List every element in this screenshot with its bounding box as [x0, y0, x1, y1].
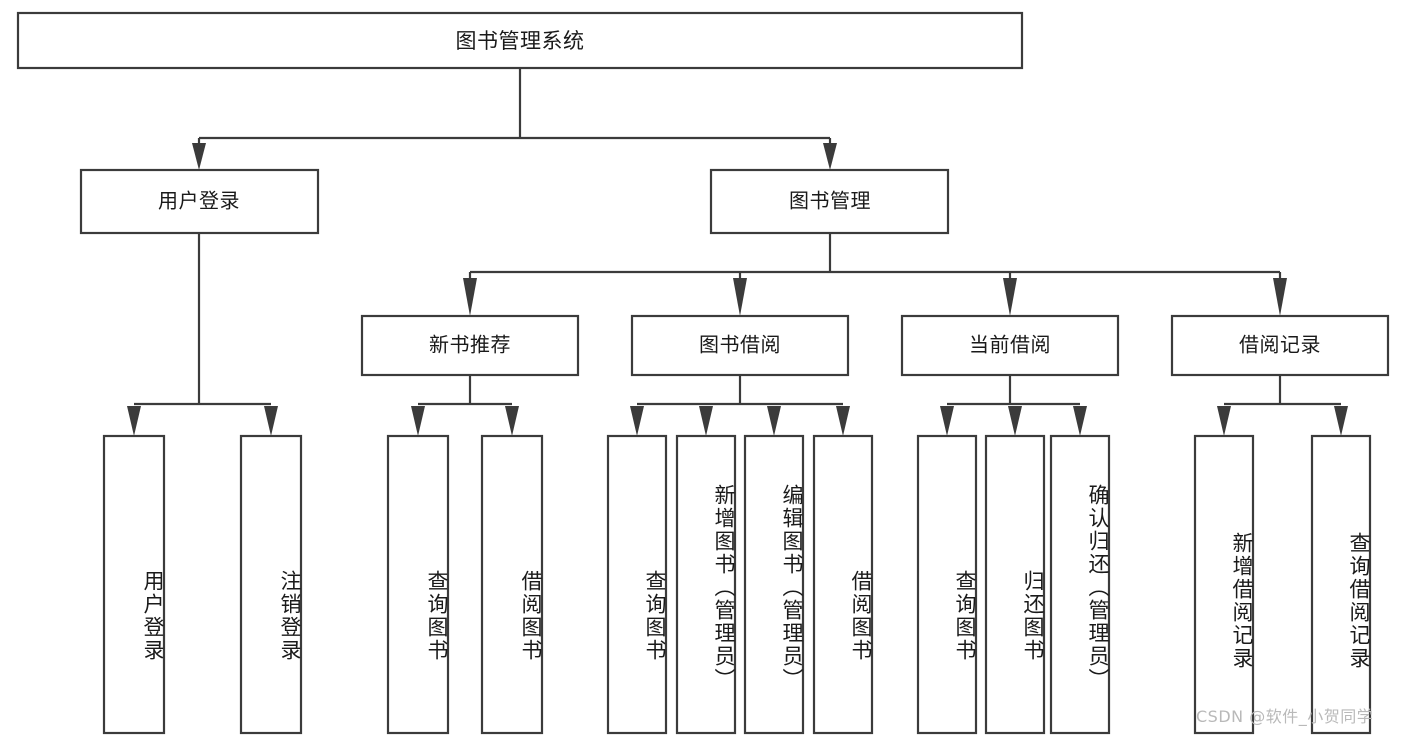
node-borrow-record-label: 借阅记录 [1239, 333, 1321, 357]
node-new-book-rec-label: 新书推荐 [429, 333, 511, 357]
arrow-head-leaf-logout [264, 406, 278, 436]
arrow-head-leaf-add-book [699, 406, 713, 436]
edges-newbookrec-to-leaves [411, 375, 519, 436]
arrow-head-book-manage [823, 143, 837, 170]
node-leaf-borrow-book-1[interactable] [480, 434, 544, 735]
node-leaf-user-login[interactable] [102, 434, 166, 735]
node-root[interactable]: 图书管理系统 [16, 11, 1024, 70]
node-leaf-logout[interactable] [239, 434, 303, 735]
edges-bookborrow-to-leaves [630, 375, 850, 436]
node-leaf-query-record[interactable] [1310, 434, 1372, 735]
arrow-head-leaf-confirm-return [1073, 406, 1087, 436]
edges-currentborrow-to-leaves [940, 375, 1087, 436]
arrow-head-leaf-query-book-2 [630, 406, 644, 436]
leaf-boxes [102, 434, 1372, 735]
edges-borrowrecord-to-leaves [1217, 375, 1348, 436]
arrow-head-leaf-query-book-3 [940, 406, 954, 436]
node-root-label: 图书管理系统 [456, 29, 585, 53]
node-leaf-confirm-return[interactable] [1049, 434, 1111, 735]
arrow-head-leaf-query-record [1334, 406, 1348, 436]
arrow-head-leaf-user-login [127, 406, 141, 436]
arrow-head-leaf-edit-book [767, 406, 781, 436]
edges-bookmanage-to-level3 [463, 233, 1287, 316]
node-leaf-add-book[interactable] [675, 434, 737, 735]
node-leaf-return-book[interactable] [984, 434, 1046, 735]
node-leaf-edit-book[interactable] [743, 434, 805, 735]
arrow-head-leaf-query-book-1 [411, 406, 425, 436]
node-user-login-label: 用户登录 [158, 189, 240, 213]
arrow-head-leaf-return-book [1008, 406, 1022, 436]
arrow-head-leaf-borrow-book-1 [505, 406, 519, 436]
csdn-watermark: CSDN @软件_小贺同学 [1196, 707, 1374, 726]
arrow-head-new-book-rec [463, 278, 477, 316]
node-borrow-record[interactable]: 借阅记录 [1170, 314, 1390, 377]
edges-root-to-level2 [192, 68, 837, 170]
arrow-head-leaf-add-record [1217, 406, 1231, 436]
node-leaf-borrow-book-2[interactable] [812, 434, 874, 735]
arrow-head-leaf-borrow-book-2 [836, 406, 850, 436]
node-book-manage-label: 图书管理 [789, 189, 871, 213]
node-leaf-add-record[interactable] [1193, 434, 1255, 735]
node-user-login[interactable]: 用户登录 [79, 168, 320, 235]
arrow-head-borrow-record [1273, 278, 1287, 316]
node-current-borrow-label: 当前借阅 [969, 333, 1051, 357]
arrow-head-current-borrow [1003, 278, 1017, 316]
arrow-head-user-login [192, 143, 206, 170]
node-leaf-query-book-2[interactable] [606, 434, 668, 735]
node-leaf-query-book-3[interactable] [916, 434, 978, 735]
node-book-manage[interactable]: 图书管理 [709, 168, 950, 235]
edges-userlogin-to-leaves [127, 233, 278, 436]
arrow-head-book-borrow [733, 278, 747, 316]
node-leaf-query-book-1[interactable] [386, 434, 450, 735]
node-current-borrow[interactable]: 当前借阅 [900, 314, 1120, 377]
node-book-borrow-label: 图书借阅 [699, 333, 781, 357]
node-book-borrow[interactable]: 图书借阅 [630, 314, 850, 377]
node-new-book-rec[interactable]: 新书推荐 [360, 314, 580, 377]
